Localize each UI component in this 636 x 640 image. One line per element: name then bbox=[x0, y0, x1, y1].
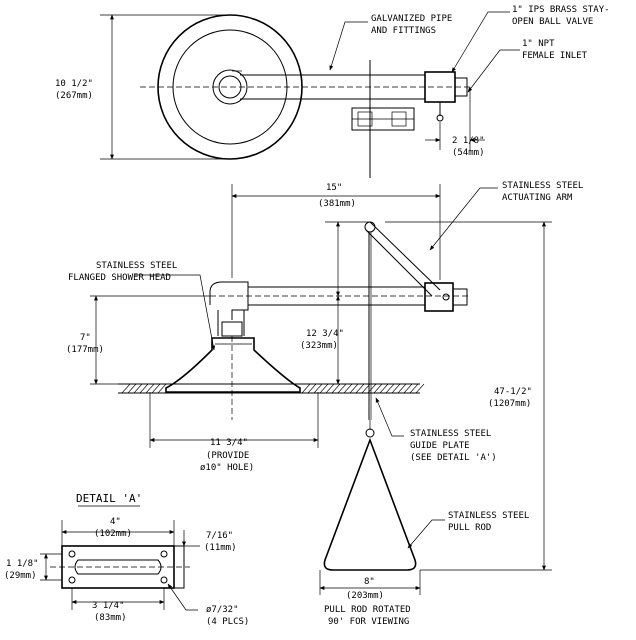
pull-triangle bbox=[323, 437, 417, 571]
top-view-labels: GALVANIZED PIPE AND FITTINGS 1" IPS BRAS… bbox=[55, 5, 610, 158]
detail-title: DETAIL 'A' bbox=[76, 492, 142, 505]
ceiling-hatch-line bbox=[127, 383, 137, 394]
inlet-label-2: FEMALE INLET bbox=[522, 51, 588, 61]
ceiling-hatch-line bbox=[367, 383, 377, 394]
ceiling-hatch-line bbox=[391, 383, 401, 394]
plate-height-in: 1 1/8" bbox=[6, 559, 39, 569]
hole-count: (4 PLCS) bbox=[206, 617, 249, 627]
plate-width-mm: (102mm) bbox=[94, 529, 132, 539]
ceiling-hatch-line bbox=[355, 383, 365, 394]
plate-thickness-in: 7/16" bbox=[206, 531, 233, 541]
triangle-width-mm: (203mm) bbox=[346, 591, 384, 601]
ceiling-hatch-line bbox=[331, 383, 341, 394]
guide-label-1: STAINLESS STEEL bbox=[410, 429, 491, 439]
ceiling-hatch bbox=[121, 383, 425, 394]
ceiling-hatch-line bbox=[397, 383, 407, 394]
guide-slot bbox=[74, 559, 162, 575]
plate-thickness-mm: (11mm) bbox=[204, 543, 237, 553]
hole-note-2: ø10" HOLE) bbox=[200, 463, 254, 473]
ceiling-hatch-line bbox=[403, 383, 413, 394]
valve-label-2: OPEN BALL VALVE bbox=[512, 17, 593, 27]
head-label-1: STAINLESS STEEL bbox=[96, 261, 177, 271]
detail-a-labels: DETAIL 'A' 4" (102mm) 7/16" (11mm) 1 1/8… bbox=[4, 492, 249, 627]
actuating-label-1: STAINLESS STEEL bbox=[502, 181, 583, 191]
arm-length-mm: (381mm) bbox=[318, 199, 356, 209]
ceiling-hatch-line bbox=[373, 383, 383, 394]
ceiling-hatch-line bbox=[307, 383, 317, 394]
overall-height-mm: (1207mm) bbox=[488, 399, 531, 409]
actuating-label-2: ACTUATING ARM bbox=[502, 193, 573, 203]
pipe-label-1: GALVANIZED PIPE bbox=[371, 14, 452, 24]
ceiling-hatch-line bbox=[151, 383, 161, 394]
rotated-note-1: PULL ROD ROTATED bbox=[324, 605, 411, 615]
head-diameter-elev-in: 11 3/4" bbox=[210, 438, 248, 448]
rod-length-mm: (323mm) bbox=[300, 341, 338, 351]
offset-mm: (54mm) bbox=[452, 148, 485, 158]
ceiling-hatch-line bbox=[319, 383, 329, 394]
actuating-arm bbox=[369, 221, 441, 291]
ceiling-hatch-line bbox=[313, 383, 323, 394]
ceiling-hatch-line bbox=[145, 383, 155, 394]
head-diameter-mm: (267mm) bbox=[55, 91, 93, 101]
inlet-label-1: 1" NPT bbox=[522, 39, 555, 49]
triangle-width-in: 8" bbox=[364, 577, 375, 587]
ceiling-hatch-line bbox=[415, 383, 425, 394]
ceiling-hatch-line bbox=[301, 383, 311, 394]
pipe-label-2: AND FITTINGS bbox=[371, 26, 436, 36]
head-label-2: FLANGED SHOWER HEAD bbox=[68, 273, 171, 283]
guide-label-3: (SEE DETAIL 'A') bbox=[410, 453, 497, 463]
hole-spacing-mm: (83mm) bbox=[94, 613, 127, 623]
valve-label-1: 1" IPS BRASS STAY- bbox=[512, 5, 610, 15]
ceiling-hatch-line bbox=[349, 383, 359, 394]
offset-in: 2 1/8" bbox=[452, 136, 485, 146]
hole-br bbox=[160, 576, 168, 584]
ceiling-hatch-line bbox=[139, 383, 149, 394]
guide-label-2: GUIDE PLATE bbox=[410, 441, 470, 451]
ceiling-hatch-line bbox=[121, 383, 131, 394]
elevation-labels: 15" (381mm) STAINLESS STEEL ACTUATING AR… bbox=[66, 181, 583, 627]
hole-spacing-in: 3 1/4" bbox=[92, 601, 125, 611]
shower-head-body bbox=[165, 337, 301, 393]
ceiling-hatch-line bbox=[133, 383, 143, 394]
ceiling-hatch-line bbox=[337, 383, 347, 394]
elevation-view bbox=[90, 184, 552, 595]
top-view bbox=[100, 11, 520, 178]
ceiling-hatch-line bbox=[157, 383, 167, 394]
detail-a bbox=[40, 505, 200, 611]
hole-bl bbox=[68, 576, 76, 584]
hole-note-1: (PROVIDE bbox=[206, 451, 249, 461]
hole-tr bbox=[160, 550, 168, 558]
drop-in: 7" bbox=[80, 333, 91, 343]
ceiling-hatch-line bbox=[379, 383, 389, 394]
ceiling-hatch-line bbox=[385, 383, 395, 394]
rod-label-2: PULL ROD bbox=[448, 523, 491, 533]
hole-diameter: ø7/32" bbox=[206, 605, 239, 615]
head-diameter-in: 10 1/2" bbox=[55, 79, 93, 89]
plate-width-in: 4" bbox=[110, 517, 121, 527]
rod-length-in: 12 3/4" bbox=[306, 329, 344, 339]
ceiling-hatch-line bbox=[409, 383, 419, 394]
ceiling-hatch-line bbox=[361, 383, 371, 394]
ceiling-hatch-line bbox=[343, 383, 353, 394]
plate-height-mm: (29mm) bbox=[4, 571, 37, 581]
rod-label-1: STAINLESS STEEL bbox=[448, 511, 529, 521]
ceiling-hatch-line bbox=[325, 383, 335, 394]
hole-tl bbox=[68, 550, 76, 558]
arm-length-in: 15" bbox=[326, 183, 342, 193]
overall-height-in: 47-1/2" bbox=[494, 387, 532, 397]
rotated-note-2: 90' FOR VIEWING bbox=[328, 617, 409, 627]
drop-mm: (177mm) bbox=[66, 345, 104, 355]
